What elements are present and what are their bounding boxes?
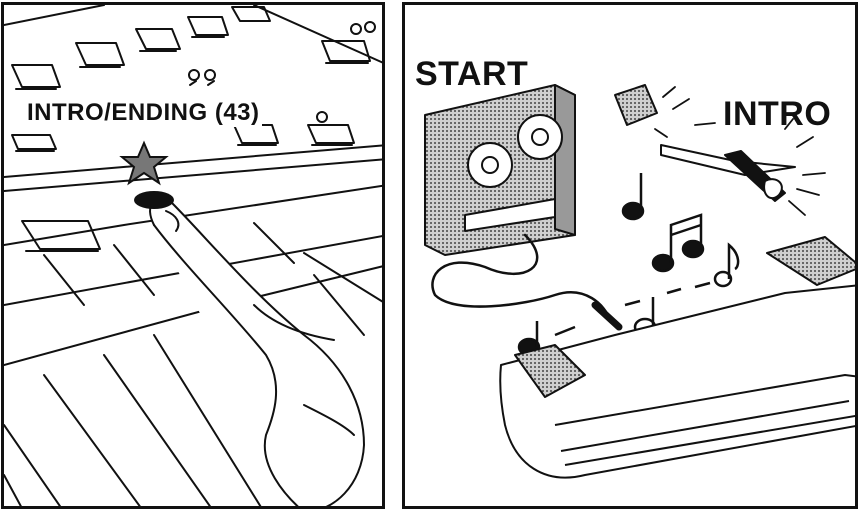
tape-recorder-icon <box>425 85 575 255</box>
start-label: START <box>415 55 528 94</box>
intro-ending-label: INTRO/ENDING (43) <box>25 99 262 127</box>
star-icon <box>122 143 166 183</box>
pressed-button <box>134 191 174 209</box>
keyboard-panel-drawing <box>4 5 385 509</box>
intro-label: INTRO <box>723 95 831 134</box>
keyboard-body <box>500 237 858 478</box>
left-illustration-panel: INTRO/ENDING (43) <box>1 2 385 509</box>
right-illustration-panel: START INTRO <box>402 2 858 509</box>
